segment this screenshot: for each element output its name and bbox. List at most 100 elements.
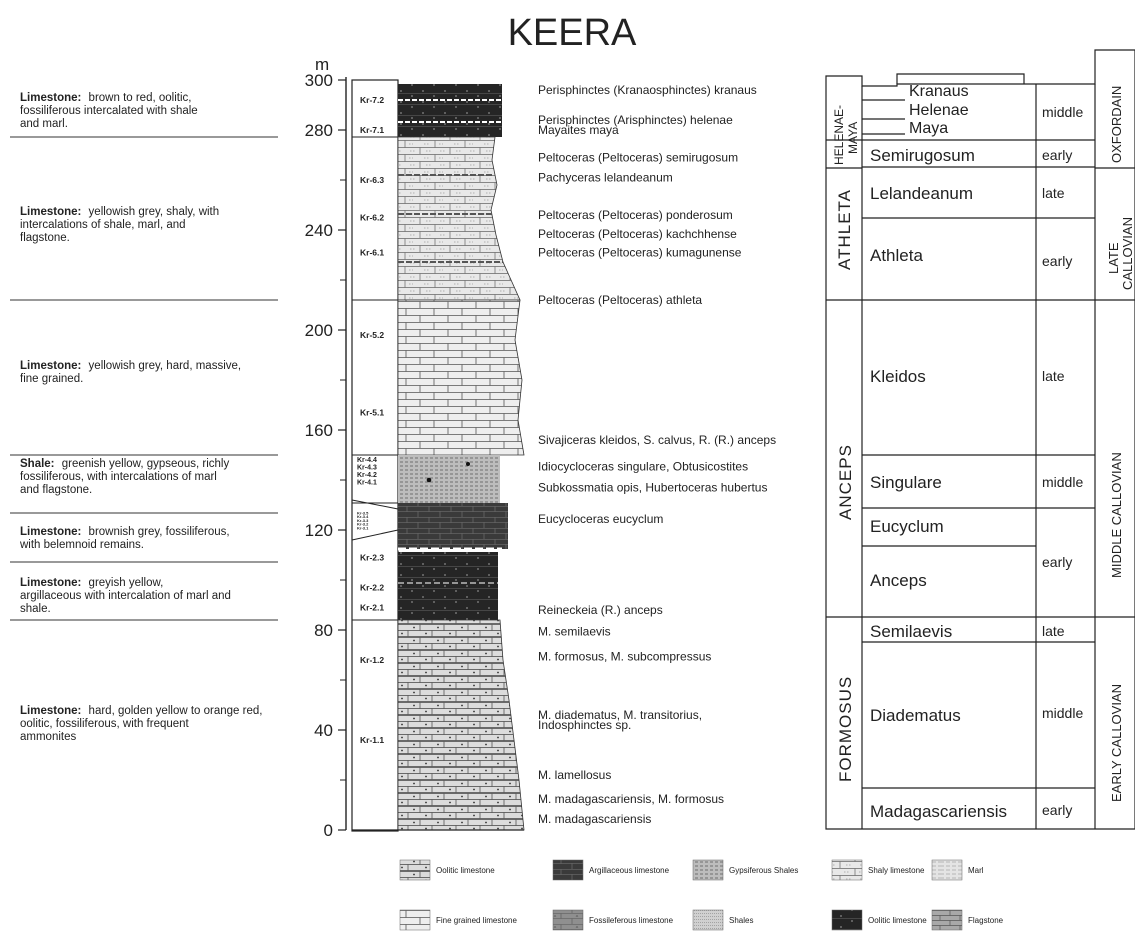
fossil-mark — [426, 477, 432, 483]
ammonite-label: Eucycloceras eucyclum — [538, 512, 663, 526]
description-line: flagstone. — [20, 232, 70, 244]
unit-label: Kr-3.2 — [357, 522, 369, 527]
zone-maya: MAYA — [846, 122, 860, 154]
unit-label: Kr-3.4 — [357, 514, 369, 519]
biozonation-table — [825, 49, 1135, 830]
subdivision-label: early — [1042, 802, 1072, 818]
subzone-lelandeanum: Lelandeanum — [870, 184, 973, 203]
legend-label: Flagstone — [968, 916, 1004, 925]
axis-tick-label: 120 — [305, 521, 333, 540]
subdivision-label: early — [1042, 253, 1072, 269]
subdivision-label: middle — [1042, 474, 1083, 490]
bed-kr7 — [398, 84, 502, 137]
unit-label: Kr-6.3 — [360, 175, 384, 185]
description-line: fossiliferous intercalated with shale — [20, 105, 198, 117]
zone-helenae: HELENAE- — [832, 105, 846, 165]
stage-callovian: CALLOVIAN — [1120, 217, 1135, 290]
zone-athleta: ATHLETA — [835, 189, 854, 270]
description-6: Limestone: greyish yellow, argillaceous … — [20, 577, 231, 615]
ammonite-label: M. madagascariensis, M. formosus — [538, 792, 724, 806]
legend: Oolitic limestone Argillaceous limestone G… — [399, 859, 1004, 931]
bed-kr5 — [397, 299, 525, 456]
legend-label: Gypsiferous Shales — [729, 866, 798, 875]
unit-label: Kr-4.3 — [357, 464, 377, 471]
subzone-athleta: Athleta — [870, 246, 923, 265]
unit-label: Kr-4.1 — [357, 479, 377, 486]
ammonite-label: Peltoceras (Peltoceras) semirugosum — [538, 151, 738, 165]
legend-label: Fine grained limestone — [436, 916, 517, 925]
subdivision-labels: middle early late early late middle earl… — [1042, 104, 1083, 818]
legend-label: Marl — [968, 866, 984, 875]
subdivision-label: middle — [1042, 104, 1083, 120]
stage-early-callovian: EARLY CALLOVIAN — [1109, 684, 1124, 802]
subzone-labels: Kranaus Helenae Maya Semirugosum Lelande… — [870, 83, 1007, 821]
subzone-helenae: Helenae — [909, 102, 969, 119]
fossil-mark — [466, 462, 470, 466]
table-notch — [896, 73, 1025, 84]
unit-label: Kr-4.2 — [357, 472, 377, 479]
description-2: Limestone: yellowish grey, shaly, with i… — [20, 206, 222, 244]
description-line: intercalations of shale, marl, and — [20, 219, 189, 231]
ammonite-label: M. lamellosus — [538, 768, 611, 782]
axis-tick-label: 80 — [314, 621, 333, 640]
ammonite-label: M. formosus, M. subcompressus — [538, 649, 711, 663]
subzone-anceps: Anceps — [870, 571, 927, 590]
legend-swatch — [399, 859, 431, 881]
ammonite-label: Perisphinctes (Arisphinctes) helenae — [538, 113, 733, 127]
subdivision-label: late — [1042, 623, 1065, 639]
ammonite-list: Perisphinctes (Kranaosphinctes) kranausP… — [538, 83, 776, 826]
subdivision-label: middle — [1042, 705, 1083, 721]
description-line: argillaceous with intercalation of marl … — [20, 590, 231, 602]
axis-tick-label: 280 — [305, 121, 333, 140]
description-5: Limestone: brownish grey, fossiliferous,… — [19, 526, 233, 551]
legend-label: Oolitic limestone — [436, 866, 495, 875]
unit-label: Kr-7.1 — [360, 125, 384, 135]
unit-label: Kr-4.4 — [357, 457, 377, 464]
bed-kr6 — [397, 136, 521, 301]
unit-label: Kr-6.2 — [360, 213, 384, 223]
axis-tick-label: 200 — [305, 321, 333, 340]
unit-label: Kr-2.1 — [360, 603, 384, 613]
description-line: shale. — [20, 603, 51, 615]
axis-unit-label: m — [315, 55, 329, 74]
ammonite-label: M. semilaevis — [538, 624, 611, 638]
bed-kr4 — [398, 455, 500, 503]
subdivision-label: late — [1042, 368, 1065, 384]
ammonite-label: Sivajiceras kleidos, S. calvus, R. (R.) … — [538, 433, 776, 447]
description-4: Shale: greenish yellow, gypseous, richly… — [20, 458, 232, 496]
stage-late: LATE — [1106, 242, 1121, 274]
unit-column: Kr-7.2Kr-7.1Kr-6.3Kr-6.2Kr-6.1Kr-5.2Kr-5… — [351, 79, 399, 832]
unit-label: Kr-3.3 — [357, 518, 369, 523]
ammonite-label: Peltoceras (Peltoceras) kachchhense — [538, 227, 737, 241]
unit-labels: Kr-7.2Kr-7.1Kr-6.3Kr-6.2Kr-6.1Kr-5.2Kr-5… — [357, 95, 384, 745]
subzone-semilaevis: Semilaevis — [870, 622, 952, 641]
legend-label: Argillaceous limestone — [589, 866, 670, 875]
unit-label: Kr-1.1 — [360, 735, 384, 745]
subzone-eucyclum: Eucyclum — [870, 517, 944, 536]
unit-label: Kr-2.2 — [360, 583, 384, 593]
axis-tick-label: 0 — [324, 821, 333, 840]
figure-title: KEERA — [508, 12, 637, 54]
ammonite-label: Indosphinctes sp. — [538, 718, 631, 732]
unit-label: Kr-1.2 — [360, 655, 384, 665]
legend-label: Shales — [729, 916, 753, 925]
zone-labels: HELENAE- MAYA ATHLETA ANCEPS FORMOSUS — [832, 105, 860, 782]
ammonite-label: Peltoceras (Peltoceras) kumagunense — [538, 246, 742, 260]
axis-tick-label: 160 — [305, 421, 333, 440]
unit-label: Kr-3.5 — [357, 510, 369, 515]
description-1-bold: Limestone: — [20, 92, 81, 104]
description-1: Limestone: brown to red, oolitic, fossil… — [20, 92, 198, 130]
unit-label: Kr-6.1 — [360, 248, 384, 258]
ammonite-label: Peltoceras (Peltoceras) athleta — [538, 293, 702, 307]
axis-tick-label: 300 — [305, 71, 333, 90]
legend-label: Shaly limestone — [868, 866, 925, 875]
zone-formosus: FORMOSUS — [836, 676, 855, 782]
zone-anceps: ANCEPS — [836, 444, 855, 520]
unit-label: Kr-3.1 — [357, 525, 369, 530]
description-line: with belemnoid remains. — [19, 539, 144, 551]
ammonite-label: M. diadematus, M. transitorius, — [538, 708, 702, 722]
subdivision-label: late — [1042, 185, 1065, 201]
ammonite-label: Idiocycloceras singulare, Obtusicostites — [538, 459, 748, 473]
ammonite-label: Pachyceras lelandeanum — [538, 171, 673, 185]
